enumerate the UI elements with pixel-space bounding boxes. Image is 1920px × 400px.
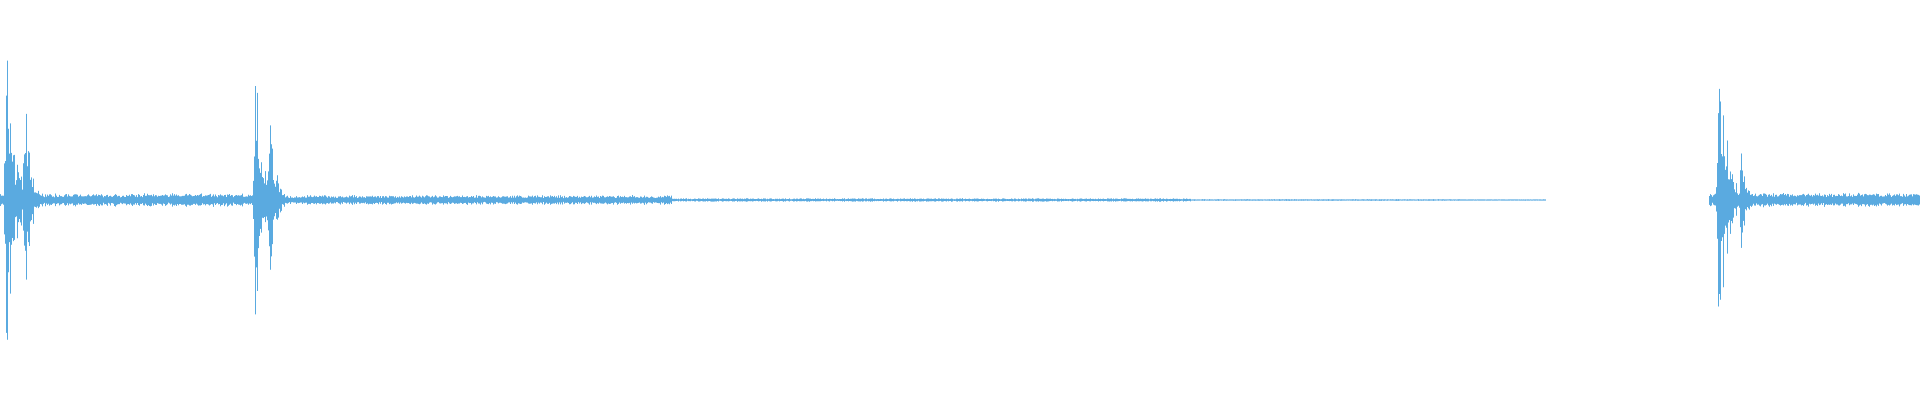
waveform-trace <box>0 60 1920 340</box>
